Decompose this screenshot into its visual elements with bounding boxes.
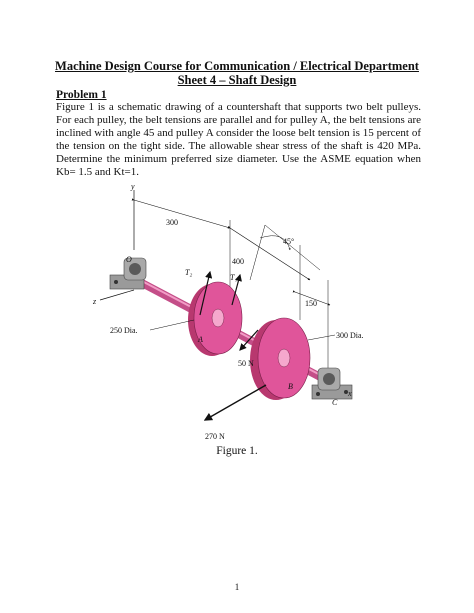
leader-300 (307, 334, 336, 341)
point-c-label: C (332, 398, 338, 407)
dim-line-150 (292, 290, 331, 306)
point-o-label: O (126, 255, 132, 264)
leader-250 (149, 319, 195, 331)
dim-line-300 (131, 198, 231, 229)
t1-arrow (231, 273, 242, 306)
z-axis-line (99, 289, 135, 301)
countershaft-figure: y z x O A B C 300 400 150 45° T₂ T₁ 250 … (92, 182, 364, 441)
force-50-label: 50 N (238, 359, 254, 368)
force-270n-arrow (203, 384, 267, 421)
dim-400-label: 400 (232, 257, 244, 266)
point-a-label: A (197, 335, 203, 344)
bearing-c (311, 367, 353, 400)
pulley-a (188, 281, 243, 356)
angle-arc (259, 235, 291, 251)
force-50n-arrow (239, 329, 259, 351)
dim-line-400 (227, 225, 311, 281)
angle-ref-line-1 (249, 224, 266, 281)
dia-250-label: 250 Dia. (110, 326, 138, 335)
t2-label: T₂ (185, 268, 192, 277)
point-b-label: B (288, 382, 293, 391)
bearing-o (109, 257, 147, 290)
angle-ref-line-2 (264, 224, 321, 271)
dia-300-label: 300 Dia. (336, 331, 364, 340)
dim-300-label: 300 (166, 218, 178, 227)
pulley-b (250, 317, 311, 400)
x-axis-label: x (347, 389, 352, 398)
title-line-1: Machine Design Course for Communication … (55, 59, 419, 73)
angle-45-label: 45° (283, 237, 294, 246)
title-line-2: Sheet 4 – Shaft Design (177, 73, 297, 87)
figure-caption: Figure 1. (216, 445, 258, 457)
force-270-label: 270 N (205, 432, 225, 441)
y-axis-label: y (130, 182, 135, 191)
problem-text: Figure 1 is a schematic drawing of a cou… (56, 101, 421, 179)
z-axis-label: z (92, 297, 97, 306)
problem-heading: Problem 1 (56, 89, 107, 101)
t1-label: T₁ (230, 273, 237, 282)
t2-arrow (199, 270, 213, 316)
page-number: 1 (234, 582, 240, 592)
dim-150-label: 150 (305, 299, 317, 308)
